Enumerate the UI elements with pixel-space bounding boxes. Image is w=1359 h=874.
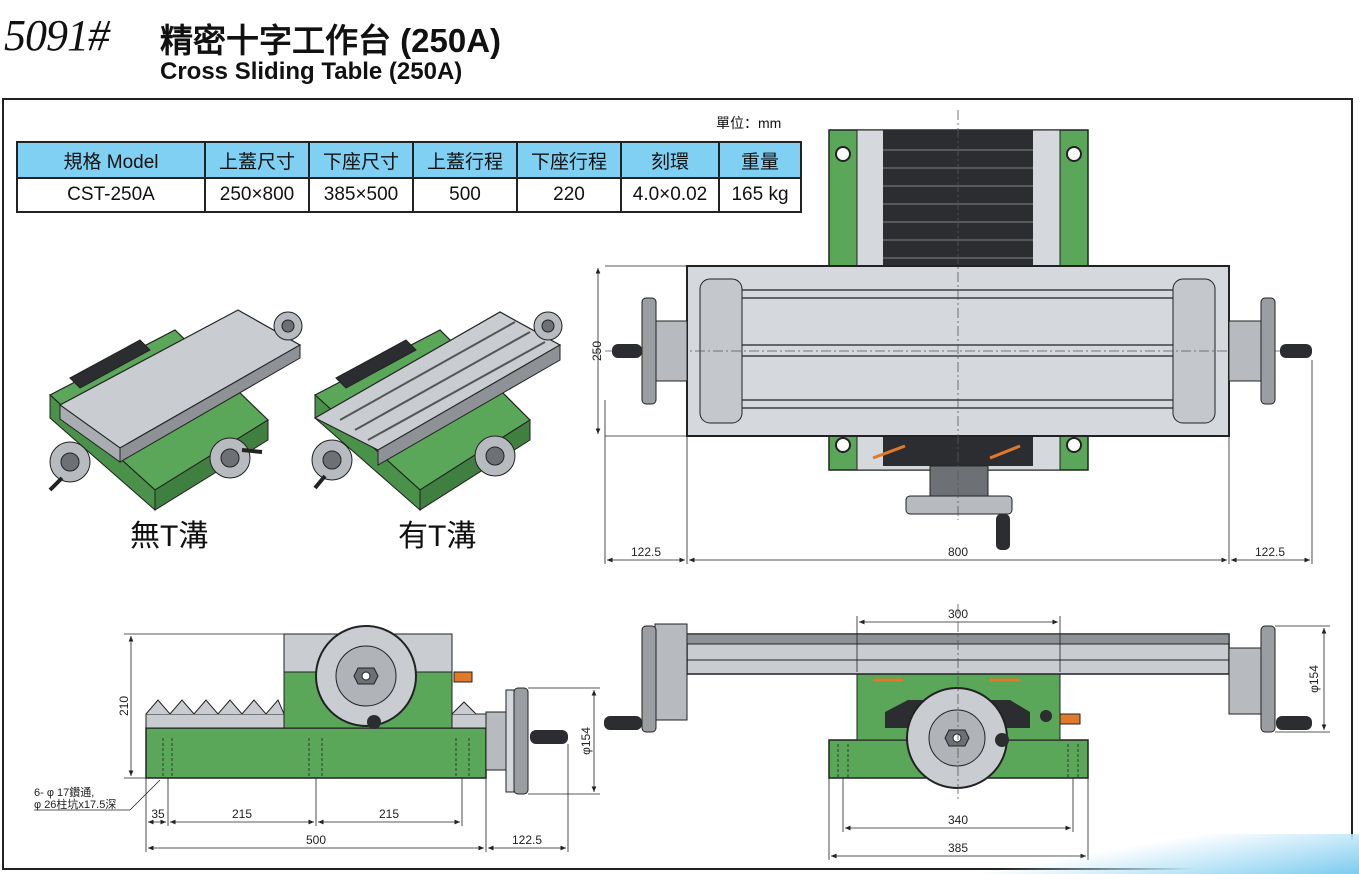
dim-side-height: 210 bbox=[117, 696, 131, 716]
side-view: 210 φ154 35 215 215 500 122.5 6- φ 17鑽通,… bbox=[34, 625, 600, 852]
spec-table: 規格 Model 上蓋尺寸 下座尺寸 上蓋行程 下座行程 刻環 重量 CST-2… bbox=[16, 141, 802, 213]
handwheel-icon bbox=[48, 441, 91, 492]
page-title-chinese: 精密十字工作台 (250A) bbox=[160, 22, 502, 59]
iso-view-no-t-slot bbox=[48, 309, 303, 512]
dim-right-overhang: 122.5 bbox=[1255, 545, 1285, 559]
spec-header: 規格 Model bbox=[16, 141, 206, 179]
spec-header: 下座尺寸 bbox=[308, 141, 414, 179]
dim-table-width: 250 bbox=[590, 341, 604, 361]
spec-cell: CST-250A bbox=[16, 177, 206, 213]
spec-cell: 385×500 bbox=[308, 177, 414, 213]
dim-left-overhang: 122.5 bbox=[631, 545, 661, 559]
decorative-wave bbox=[939, 834, 1359, 874]
spec-header: 重量 bbox=[718, 141, 802, 179]
dim-side-35: 35 bbox=[151, 807, 165, 821]
handwheel-icon bbox=[209, 437, 263, 479]
front-view: 300 φ154 340 385 bbox=[604, 604, 1330, 860]
caption-no-t-slot: 無T溝 bbox=[130, 520, 209, 553]
dim-front-wheel-dia: φ154 bbox=[1307, 665, 1321, 693]
spec-header: 上蓋行程 bbox=[412, 141, 518, 179]
drawing-frame bbox=[2, 98, 1353, 870]
dim-side-handle: 122.5 bbox=[512, 833, 542, 847]
caption-with-t-slot: 有T溝 bbox=[398, 520, 477, 553]
spec-header: 下座行程 bbox=[516, 141, 622, 179]
dim-side-215-b: 215 bbox=[379, 807, 399, 821]
unit-label: 單位：mm bbox=[716, 115, 782, 131]
spec-header-row: 規格 Model 上蓋尺寸 下座尺寸 上蓋行程 下座行程 刻環 重量 bbox=[16, 141, 802, 179]
dim-side-wheel-dia: φ154 bbox=[579, 727, 593, 755]
hole-note-line-1: 6- φ 17鑽通, bbox=[34, 785, 94, 799]
dim-front-inner: 340 bbox=[948, 813, 968, 827]
top-view: 250 122.5 800 122.5 bbox=[590, 110, 1313, 564]
spec-cell: 500 bbox=[412, 177, 518, 213]
model-number: 5091# bbox=[4, 11, 110, 60]
spec-cell: 250×800 bbox=[204, 177, 310, 213]
spec-header: 上蓋尺寸 bbox=[204, 141, 310, 179]
spec-cell: 4.0×0.02 bbox=[620, 177, 720, 213]
dim-side-total: 500 bbox=[306, 833, 326, 847]
dim-side-215-a: 215 bbox=[232, 807, 252, 821]
page-title-english: Cross Sliding Table (250A) bbox=[160, 58, 463, 85]
spec-cell: 220 bbox=[516, 177, 622, 213]
handwheel-icon bbox=[311, 439, 353, 490]
hole-note-line-2: φ 26柱坑x17.5深 bbox=[34, 797, 116, 811]
spec-header: 刻環 bbox=[620, 141, 720, 179]
handwheel-icon bbox=[474, 435, 516, 477]
handwheel-icon bbox=[533, 311, 563, 341]
dim-table-length: 800 bbox=[948, 545, 968, 559]
spec-cell: 165 kg bbox=[718, 177, 802, 213]
dim-front-top: 300 bbox=[948, 607, 968, 621]
handwheel-icon bbox=[273, 311, 303, 341]
iso-view-with-t-slot bbox=[311, 311, 563, 512]
spec-data-row: CST-250A 250×800 385×500 500 220 4.0×0.0… bbox=[16, 177, 802, 213]
